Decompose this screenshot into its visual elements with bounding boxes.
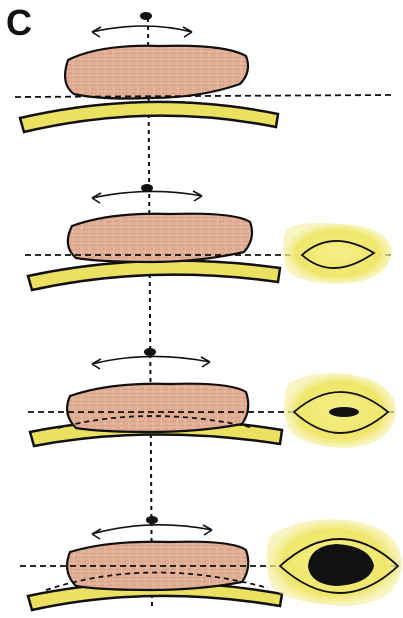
yellow-halo (283, 223, 392, 284)
pivot-dot-icon (141, 184, 153, 192)
stage-2 (25, 184, 395, 290)
stage-4 (20, 516, 402, 610)
stage-1 (15, 12, 392, 132)
cross-section-view (266, 519, 402, 606)
bone-layer (20, 102, 278, 132)
curved-double-arrow-icon (92, 26, 192, 37)
tissue-block (67, 384, 248, 432)
horizontal-reference-line (15, 95, 392, 97)
pivot-dot-icon (144, 348, 156, 356)
cross-section-view (284, 373, 396, 448)
tissue-block (65, 46, 248, 99)
pivot-dot-icon (146, 516, 158, 524)
black-void (329, 407, 359, 417)
pivot-dot-icon (140, 12, 152, 20)
bone-layer (28, 261, 280, 290)
cross-section-view (283, 223, 392, 284)
curved-double-arrow-icon (92, 191, 202, 203)
stage-3 (28, 348, 398, 448)
